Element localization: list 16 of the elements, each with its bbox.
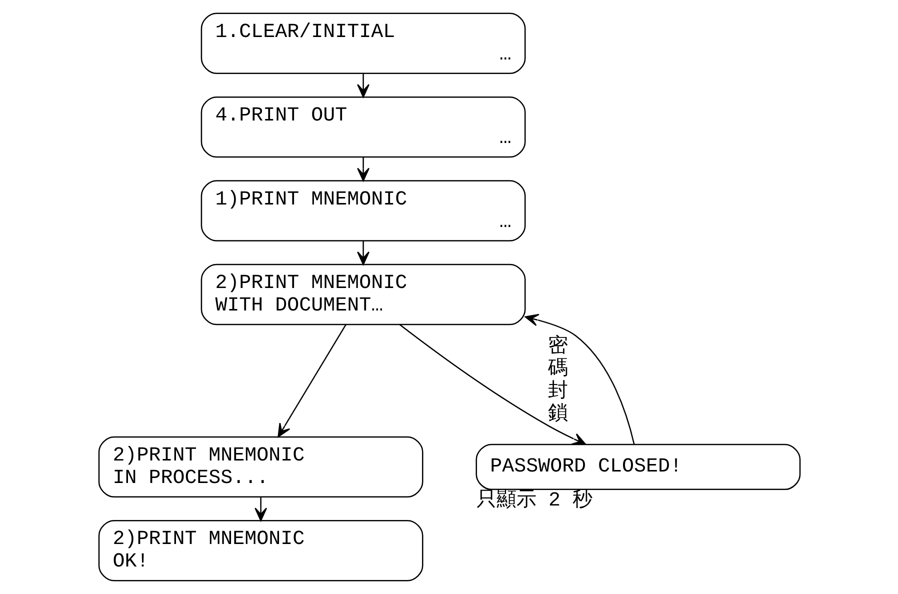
edge-label: 密碼封鎖 <box>548 332 568 424</box>
node-box: 1)PRINT MNEMONIC … <box>200 180 526 242</box>
node-label: 只顯示 2 秒 <box>476 489 592 512</box>
node-box: 2)PRINT MNEMONIC IN PROCESS... <box>98 436 423 498</box>
node-box: PASSWORD CLOSED! <box>475 444 800 490</box>
node-box: 2)PRINT MNEMONIC OK! <box>98 520 423 582</box>
arrow <box>356 240 370 266</box>
arrow <box>398 324 586 445</box>
arrow <box>356 157 370 182</box>
arrow <box>524 314 634 445</box>
node-box: 2)PRINT MNEMONIC WITH DOCUMENT… <box>200 264 526 326</box>
arrow <box>254 497 267 522</box>
arrow <box>277 324 346 438</box>
node-box: 1.CLEAR/INITIAL … <box>200 12 526 74</box>
arrow <box>356 73 370 98</box>
node-box: 4.PRINT OUT … <box>200 96 526 158</box>
